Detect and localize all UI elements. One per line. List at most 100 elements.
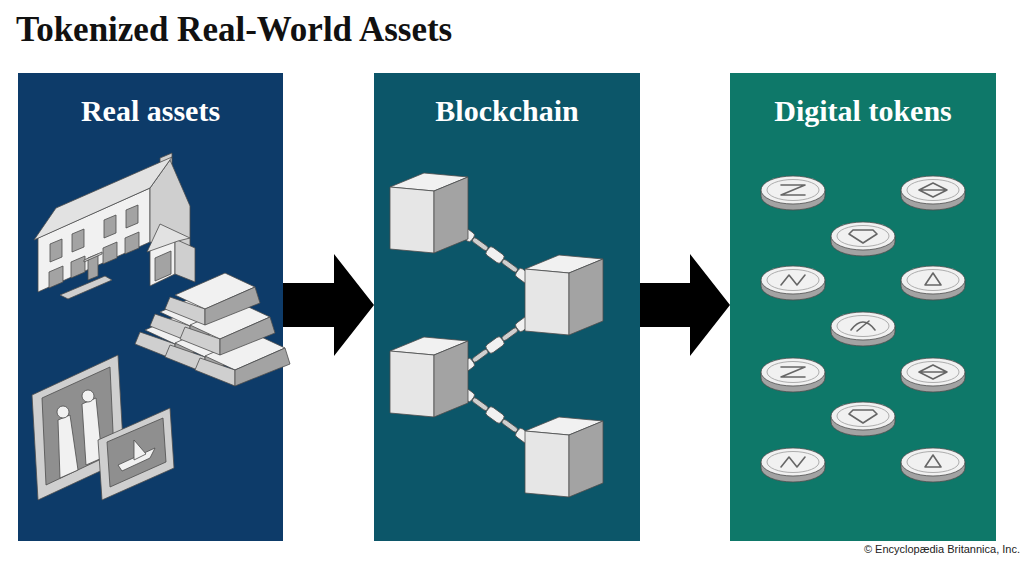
chain-link xyxy=(471,348,488,363)
house-window xyxy=(126,205,138,228)
asset-panel: Real assets xyxy=(18,73,283,541)
coin-face xyxy=(831,312,895,340)
cube-front xyxy=(525,431,569,497)
door-canopy xyxy=(84,252,102,262)
house-window xyxy=(103,242,117,264)
bar-top xyxy=(175,273,255,309)
chain-link xyxy=(501,418,518,433)
bar-front xyxy=(220,317,275,355)
bar-top xyxy=(175,321,255,357)
coin-face xyxy=(901,448,965,476)
coin-symbol xyxy=(781,367,805,377)
coin-edge xyxy=(761,462,825,482)
panel-heading: Blockchain xyxy=(374,73,640,129)
block-arrow xyxy=(283,254,374,356)
coin-rim xyxy=(837,226,889,247)
panel-heading: Real assets xyxy=(18,73,283,129)
cube-front xyxy=(525,269,569,335)
asset-panel: Digital tokens xyxy=(730,73,996,541)
coin-face xyxy=(901,266,965,294)
bar-front xyxy=(205,335,260,373)
cube-side xyxy=(434,177,468,253)
bar-front xyxy=(190,304,245,342)
coin-edge xyxy=(761,190,825,210)
coin-rim xyxy=(907,270,959,291)
house-window xyxy=(71,256,85,278)
chain-link xyxy=(485,336,505,355)
garage-roof xyxy=(147,224,190,252)
bar-side xyxy=(150,314,190,342)
coin-symbol xyxy=(849,230,877,243)
coin-edge xyxy=(901,280,965,300)
chain-link xyxy=(455,224,475,243)
coin-symbol xyxy=(851,321,875,331)
coin-edge xyxy=(761,372,825,392)
coin-symbol xyxy=(781,457,805,467)
chain-link xyxy=(455,384,475,403)
label-layer: © Encyclopædia Britannica, Inc. xyxy=(864,543,1020,555)
coin-face xyxy=(761,448,825,476)
house-window xyxy=(72,229,84,252)
coin-rim xyxy=(907,362,959,383)
coin-face xyxy=(831,222,895,250)
coin-face xyxy=(901,176,965,204)
coin-face xyxy=(901,358,965,386)
house-icon xyxy=(34,153,195,299)
bar-top xyxy=(205,334,285,370)
coin-face xyxy=(761,266,825,294)
coin-face xyxy=(761,176,825,204)
bar-side xyxy=(165,297,205,325)
coin-rim xyxy=(837,316,889,337)
house-window xyxy=(104,215,116,238)
chain-link xyxy=(471,237,488,252)
cube-front xyxy=(390,187,434,253)
coin-rim xyxy=(907,452,959,473)
portrait-head xyxy=(82,390,94,402)
asset-panel: Blockchain xyxy=(374,73,640,541)
coin-symbol xyxy=(781,275,805,285)
coin-edge xyxy=(901,462,965,482)
bar-side xyxy=(180,327,220,355)
bar-front xyxy=(205,287,260,325)
cube-top xyxy=(390,337,468,355)
coin-edge xyxy=(901,190,965,210)
coin-rim xyxy=(767,180,819,201)
cube-front xyxy=(390,351,434,417)
bar-top xyxy=(190,303,270,339)
house-window xyxy=(50,239,62,262)
coin-edge xyxy=(831,416,895,436)
chain-link xyxy=(514,427,534,446)
tokens-icon xyxy=(761,176,965,482)
chain-link xyxy=(485,246,505,265)
boat-sail xyxy=(134,440,146,460)
frame-outer xyxy=(32,355,124,500)
coin-symbol xyxy=(925,455,941,467)
coin-edge xyxy=(761,280,825,300)
chain-link xyxy=(501,327,518,342)
chimney xyxy=(160,153,172,182)
bar-top xyxy=(145,308,225,344)
chain-link xyxy=(485,406,505,425)
coin-symbol xyxy=(849,410,877,423)
coin-rim xyxy=(907,180,959,201)
frame-inner xyxy=(107,418,166,487)
garage-front xyxy=(150,239,175,286)
copyright-note: © Encyclopædia Britannica, Inc. xyxy=(864,543,1020,555)
coin-symbol xyxy=(925,273,941,285)
bar-front xyxy=(235,348,290,386)
coin-edge xyxy=(831,326,895,346)
portrait-figure xyxy=(58,415,78,478)
house-step xyxy=(60,276,112,299)
bar-top xyxy=(160,290,240,326)
coin-rim xyxy=(837,406,889,427)
coin-face xyxy=(761,358,825,386)
blockchain-icon xyxy=(390,173,603,497)
coin-edge xyxy=(831,236,895,256)
cube-side xyxy=(569,259,603,335)
paintings-icon xyxy=(32,355,174,500)
house-gable xyxy=(150,160,190,258)
house-front xyxy=(38,188,150,292)
chain-link xyxy=(514,267,534,286)
house-door xyxy=(88,254,98,280)
